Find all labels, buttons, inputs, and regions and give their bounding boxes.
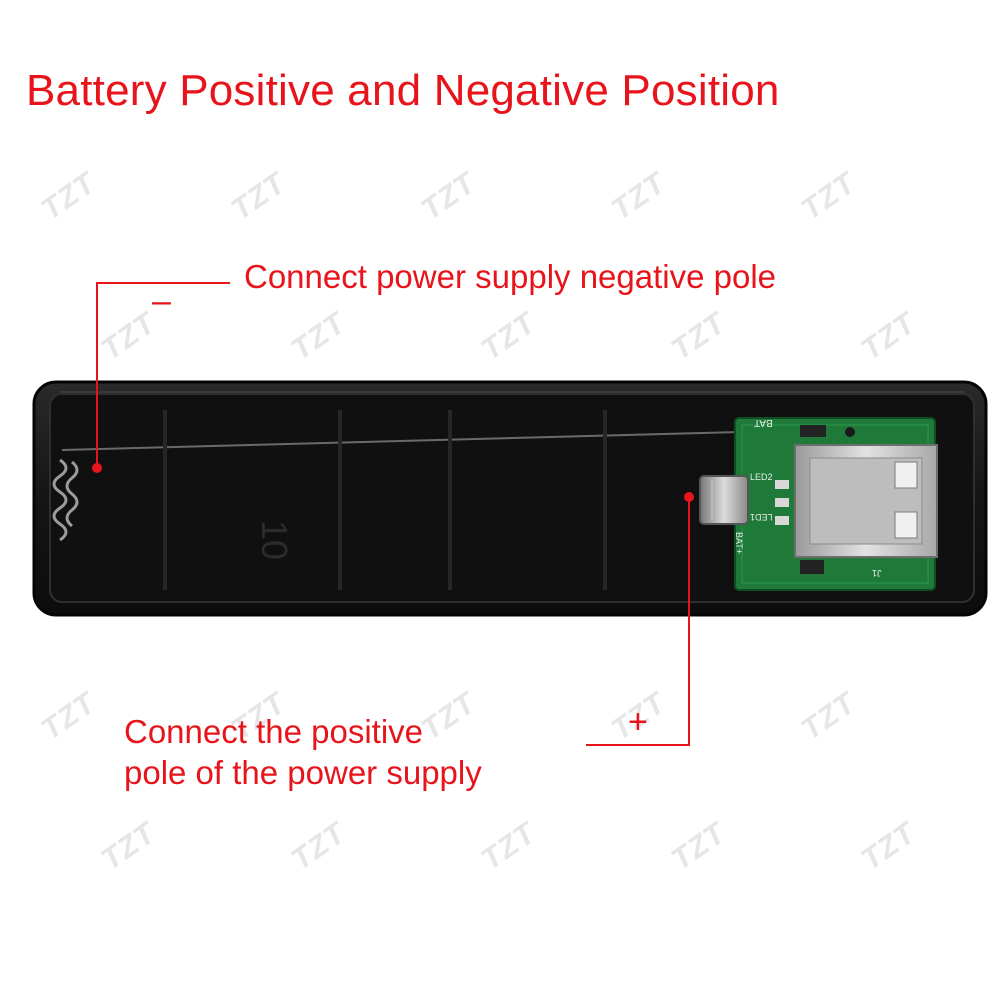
negative-sign: – (152, 282, 171, 320)
pcb-label-led1: LED1 (750, 512, 773, 522)
cavity-ribs (163, 410, 607, 590)
positive-pole-label-line1: Connect the positive (124, 713, 424, 750)
positive-pole-label-line2: pole of the power supply (124, 754, 482, 791)
pcb-label-j1: J1 (872, 568, 882, 578)
negative-marker-dot (92, 463, 102, 473)
pcb-label-bat: BAT (754, 417, 773, 428)
svg-text:10: 10 (254, 520, 295, 560)
positive-marker-dot (684, 492, 694, 502)
positive-clip (699, 475, 749, 525)
leader-lines (96, 282, 690, 746)
negative-pole-label: Connect power supply negative pole (244, 258, 777, 295)
spring-contact (52, 458, 79, 542)
pcb-label-bat-plus: BAT+ (734, 531, 745, 555)
pcb-label-led2: LED2 (750, 472, 773, 482)
diagram-title: Battery Positive and Negative Position (26, 66, 780, 115)
positive-sign: + (628, 703, 648, 741)
internal-wire (61, 431, 741, 451)
